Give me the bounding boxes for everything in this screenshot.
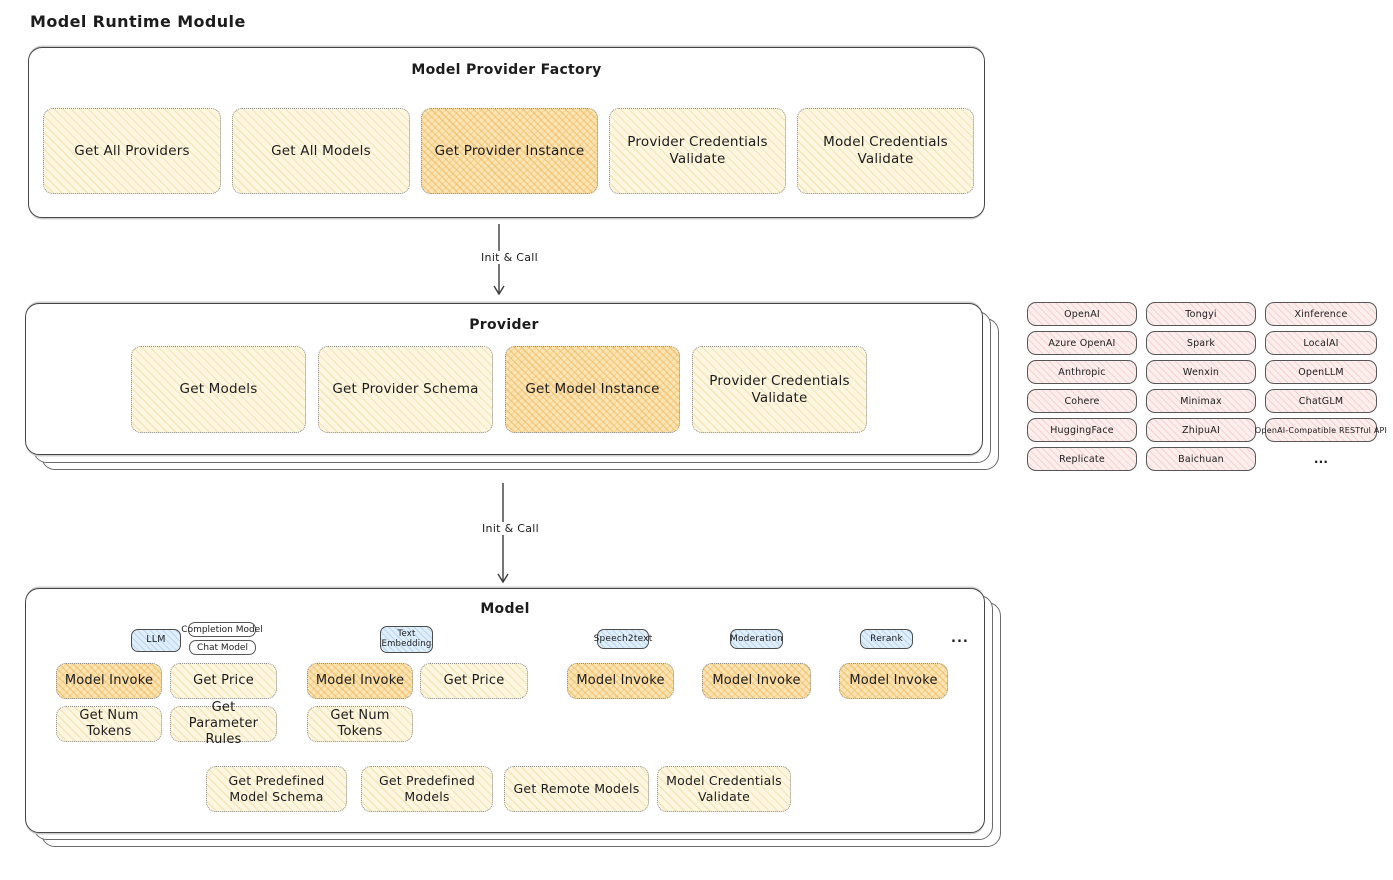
tab-completion-model: Completion Model	[181, 622, 263, 637]
provider-chip-tongyi: Tongyi	[1146, 302, 1256, 326]
factory-box: Model Provider Factory Get All Providers…	[28, 47, 985, 218]
provider-method-provider-credentials-validate: Provider Credentials Validate	[692, 346, 867, 433]
provider-method-get-model-instance: Get Model Instance	[505, 346, 680, 433]
llm-method-get-parameter-rules: Get Parameter Rules	[170, 700, 277, 747]
init-call-label-2: Init & Call	[478, 522, 543, 535]
provider-chip-ellipsis: ...	[1313, 452, 1329, 466]
provider-chip-openllm: OpenLLM	[1265, 360, 1377, 384]
providers-grid: OpenAI Tongyi Xinference Azure OpenAI Sp…	[1027, 302, 1387, 471]
model-method-model-credentials-validate: Model Credentials Validate	[657, 766, 791, 812]
provider-box: Provider Get Models Get Provider Schema …	[25, 303, 983, 455]
provider-chip-baichuan: Baichuan	[1146, 447, 1256, 471]
model-method-get-remote-models: Get Remote Models	[504, 766, 649, 812]
provider-chip-minimax: Minimax	[1146, 389, 1256, 413]
provider-chip-replicate: Replicate	[1027, 447, 1137, 471]
provider-chip-anthropic: Anthropic	[1027, 360, 1137, 384]
rerank-method-model-invoke: Model Invoke	[839, 663, 948, 699]
embedding-method-model-invoke: Model Invoke	[307, 663, 413, 699]
factory-method-get-all-providers: Get All Providers	[43, 108, 221, 194]
provider-method-get-models: Get Models	[131, 346, 306, 433]
provider-chip-spark: Spark	[1146, 331, 1256, 355]
tab-llm: LLM	[131, 629, 181, 652]
factory-method-model-credentials-validate: Model Credentials Validate	[797, 108, 974, 194]
tab-rerank: Rerank	[860, 629, 913, 649]
provider-chip-chatglm: ChatGLM	[1265, 389, 1377, 413]
factory-method-get-provider-instance: Get Provider Instance	[421, 108, 598, 194]
provider-chip-zhipuai: ZhipuAI	[1146, 418, 1256, 442]
llm-method-model-invoke: Model Invoke	[56, 663, 162, 699]
tab-speech2text: Speech2text	[594, 629, 652, 649]
tab-chat-model: Chat Model	[189, 640, 256, 655]
model-box: Model LLM Completion Model Chat Model Te…	[25, 588, 985, 833]
model-method-get-predefined-models: Get Predefined Models	[361, 766, 493, 812]
llm-method-get-num-tokens: Get Num Tokens	[56, 706, 162, 742]
factory-method-get-all-models: Get All Models	[232, 108, 410, 194]
provider-chip-cohere: Cohere	[1027, 389, 1137, 413]
provider-chip-azure-openai: Azure OpenAI	[1027, 331, 1137, 355]
factory-method-provider-credentials-validate: Provider Credentials Validate	[609, 108, 786, 194]
provider-chip-openai: OpenAI	[1027, 302, 1137, 326]
provider-chip-openai-compatible-restful-api: OpenAI-Compatible RESTful API	[1255, 418, 1387, 442]
page-title: Model Runtime Module	[30, 12, 246, 31]
speech2text-method-model-invoke: Model Invoke	[567, 663, 674, 699]
provider-chip-huggingface: HuggingFace	[1027, 418, 1137, 442]
model-method-get-predefined-model-schema: Get Predefined Model Schema	[206, 766, 347, 812]
tab-moderation: Moderation	[730, 629, 783, 649]
provider-chip-wenxin: Wenxin	[1146, 360, 1256, 384]
embedding-method-get-num-tokens: Get Num Tokens	[307, 706, 413, 742]
moderation-method-model-invoke: Model Invoke	[702, 663, 811, 699]
embedding-method-get-price: Get Price	[420, 663, 528, 699]
provider-chip-xinference: Xinference	[1265, 302, 1377, 326]
provider-method-get-provider-schema: Get Provider Schema	[318, 346, 493, 433]
provider-title: Provider	[469, 317, 539, 333]
llm-method-get-price: Get Price	[170, 663, 277, 699]
init-call-label-1: Init & Call	[477, 251, 542, 264]
model-title: Model	[480, 601, 530, 617]
factory-title: Model Provider Factory	[411, 62, 602, 78]
provider-chip-localai: LocalAI	[1265, 331, 1377, 355]
tab-text-embedding: Text Embedding	[380, 626, 433, 653]
model-tabs-ellipsis: ...	[951, 631, 969, 646]
